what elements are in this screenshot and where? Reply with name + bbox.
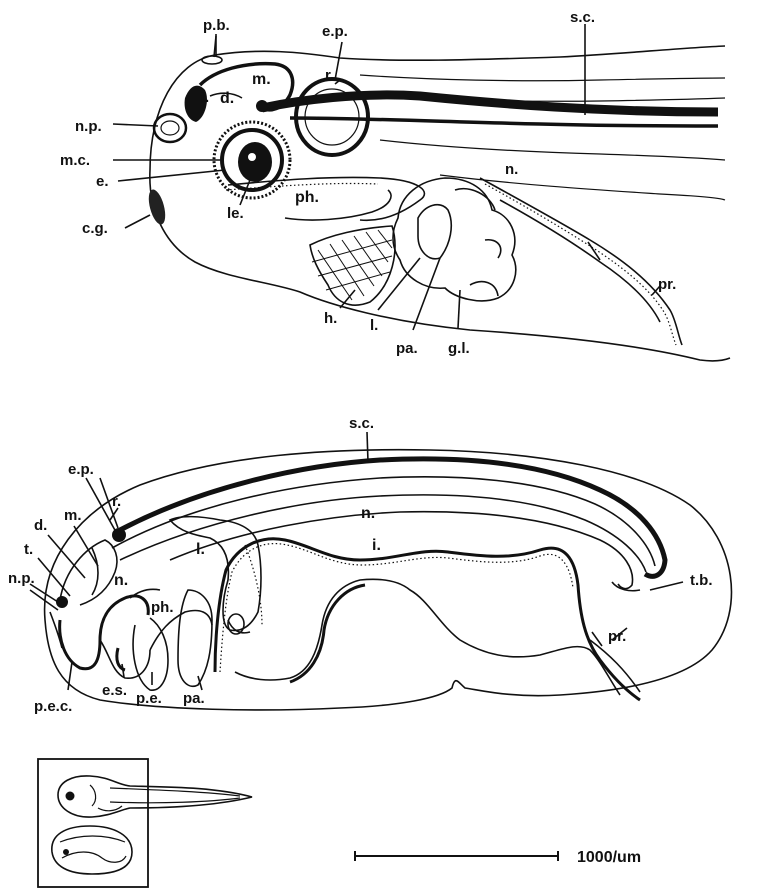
inset-frame xyxy=(37,758,149,888)
label-lower-liver: l. xyxy=(196,541,205,558)
label-telencephalon: t. xyxy=(200,89,209,106)
label-lower-notochord-head: n. xyxy=(114,572,128,589)
label-diencephalon: d. xyxy=(220,90,234,107)
label-eye: e. xyxy=(96,173,109,190)
label-lens: le. xyxy=(227,205,244,222)
label-mouth-cavity: m.c. xyxy=(60,152,90,169)
label-pineal-body: p.b. xyxy=(203,17,230,34)
label-pancreas: pa. xyxy=(396,340,418,357)
upper-section-labels: p.b. e.p. s.c. r. m. t. d. n.p. m.c. e. … xyxy=(60,9,676,357)
lower-section-drawing xyxy=(29,431,733,711)
label-lower-esophagus: e.s. xyxy=(102,682,127,699)
label-gut-loops: g.l. xyxy=(448,340,470,357)
label-lower-telencephalon: t. xyxy=(24,541,33,558)
label-spinal-cord: s.c. xyxy=(570,9,595,26)
inset-embryo xyxy=(51,825,133,875)
label-lower-pharyngeal-ectoderm: p.e.c. xyxy=(34,698,72,715)
label-rhombencephalon: r. xyxy=(325,67,334,84)
lower-section-labels: s.c. e.p. r. n. m. d. t. n.p. n. l. i. p… xyxy=(8,415,713,715)
label-lower-epiphysis: e.p. xyxy=(68,461,94,478)
label-lower-pharynx: ph. xyxy=(151,599,174,616)
inset-tadpole xyxy=(57,775,253,818)
upper-section-drawing xyxy=(112,24,731,362)
inset-box xyxy=(37,758,253,888)
label-lower-tail-bud: t.b. xyxy=(690,572,713,589)
scale-bar: 1000/um xyxy=(354,849,641,866)
label-liver: l. xyxy=(370,317,378,334)
label-notochord: n. xyxy=(505,161,518,178)
label-lower-proctodeum: pr. xyxy=(608,628,626,645)
scale-bar-label: 1000/um xyxy=(577,849,641,866)
label-cement-gland: c.g. xyxy=(82,220,108,237)
label-nasal-pit: n.p. xyxy=(75,118,102,135)
label-lower-intestine: i. xyxy=(372,537,381,554)
label-lower-pancreas: pa. xyxy=(183,690,205,707)
label-pharynx: ph. xyxy=(295,189,319,206)
label-proctodeum: pr. xyxy=(658,276,676,293)
label-heart: h. xyxy=(324,310,337,327)
label-lower-pharyngeal-endoderm: p.e. xyxy=(136,690,162,707)
label-lower-spinal-cord: s.c. xyxy=(349,415,374,432)
label-epiphysis: e.p. xyxy=(322,23,348,40)
label-mesencephalon: m. xyxy=(252,71,271,88)
label-lower-rhombencephalon: r. xyxy=(112,493,121,510)
label-lower-diencephalon: d. xyxy=(34,517,47,534)
label-lower-nasal-pit: n.p. xyxy=(8,570,35,587)
label-lower-mesencephalon: m. xyxy=(64,507,82,524)
label-lower-notochord: n. xyxy=(361,505,375,522)
